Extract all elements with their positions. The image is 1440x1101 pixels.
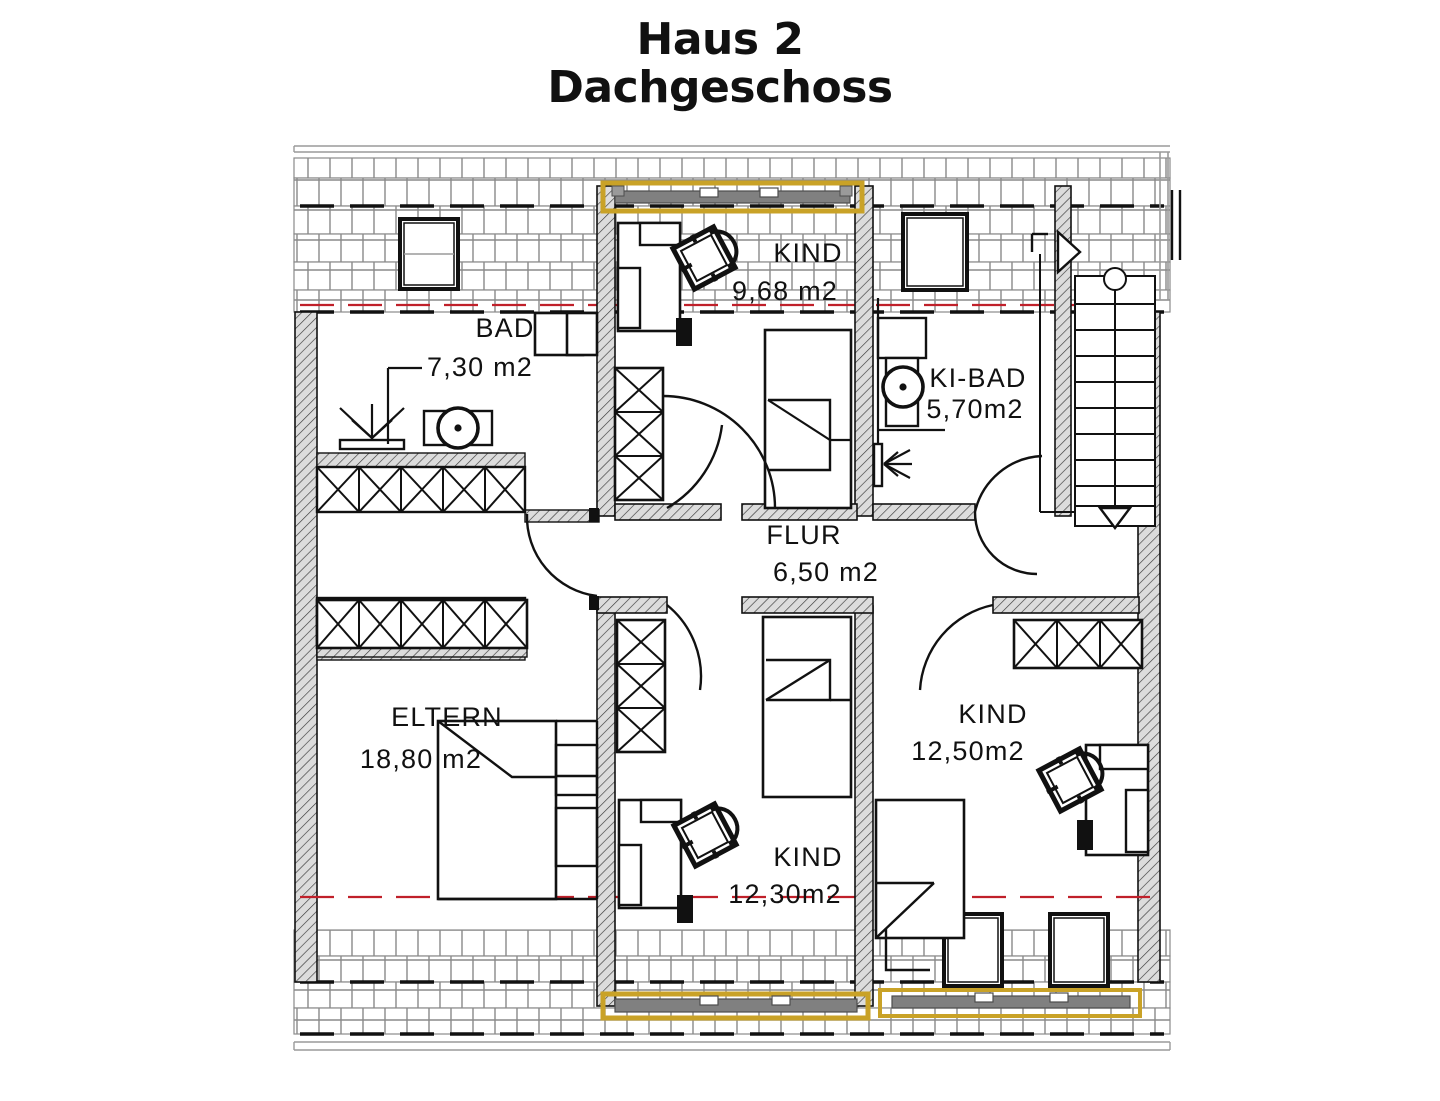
window-kibad: [901, 212, 969, 292]
room-area-eltern: 18,80 m2: [360, 744, 482, 774]
plan-title-line-2: Dachgeschoss: [547, 61, 893, 113]
room-name-kibad: KI-BAD: [929, 363, 1026, 393]
room-area-kind-right: 12,50m2: [911, 736, 1024, 766]
roof-window-bottom: [600, 991, 871, 1021]
roof-window-top: [600, 180, 865, 214]
room-area-kibad: 5,70m2: [926, 394, 1023, 424]
room-name-flur: FLUR: [766, 520, 841, 550]
kneewall-storage-bad-upper: [315, 465, 527, 514]
room-area-bad: 7,30 m2: [427, 352, 533, 382]
kibad-fixtures: [872, 298, 1038, 576]
kind-bottom-furniture: [615, 615, 853, 923]
plan-title-line-1: Haus 2: [636, 14, 804, 65]
door-swings: [525, 424, 1043, 691]
room-area-kind-top: 9,68 m2: [732, 276, 838, 306]
room-name-kind-top: KIND: [773, 238, 842, 268]
kind-top-furniture: [613, 221, 853, 510]
room-name-eltern: ELTERN: [391, 702, 503, 732]
room-area-kind-bottom: 12,30m2: [728, 879, 841, 909]
window-kind-right-b: [1048, 912, 1110, 988]
room-name-kind-right: KIND: [958, 699, 1027, 729]
room-area-flur: 6,50 m2: [773, 557, 879, 587]
room-name-kind-bottom: KIND: [773, 842, 842, 872]
eltern-furniture: [315, 598, 599, 901]
window-bad: [398, 217, 460, 291]
roof-edge-right: [1159, 152, 1182, 300]
staircase: [1030, 229, 1156, 530]
room-labels: BAD 7,30 m2 KIND 9,68 m2 KI-BAD 5,70m2 F…: [360, 238, 1027, 909]
roof-window-bottom-right: [878, 988, 1142, 1018]
kind-right-furniture: [874, 618, 1150, 972]
room-name-bad: BAD: [475, 313, 534, 343]
plan-title-block: Haus 2 Dachgeschoss: [0, 16, 1440, 111]
interior-walls: [316, 185, 1140, 1007]
